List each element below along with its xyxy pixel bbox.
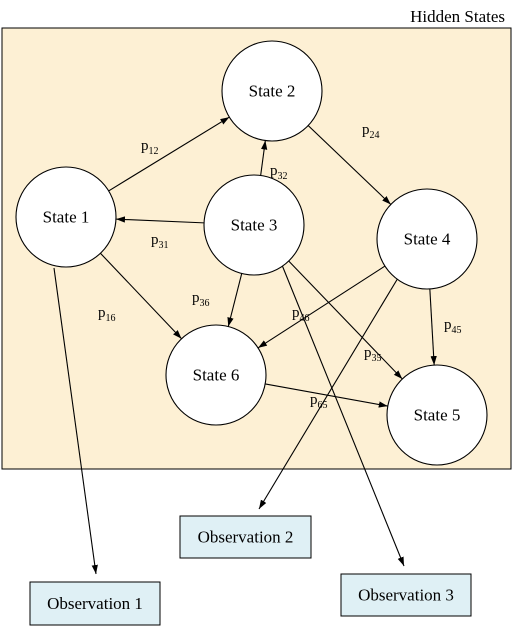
edge-label-36: p36 [192,290,210,309]
edge-label-24: p24 [362,122,380,141]
edge-label-65: p65 [310,392,328,411]
observation-rect [179,515,312,559]
edge-label-35: p35 [364,345,382,364]
edge-label-subscript: 35 [372,353,382,364]
edge-label-subscript: 12 [149,146,159,157]
state-node-2[interactable]: State 2 [221,40,323,142]
state-node-5[interactable]: State 5 [386,364,488,466]
edge-label-main: p [292,305,300,321]
hidden-states-title: Hidden States [410,7,505,26]
edge-label-12: p12 [141,138,159,157]
state-label: State 6 [193,366,240,385]
edge-s3-s5-arrow [288,260,403,380]
edge-s1-s6-arrow [100,252,182,340]
state-label: State 3 [231,216,278,235]
state-circle [386,364,488,466]
edge-label-subscript: 65 [318,400,328,411]
edge-s6-s5-arrow [265,383,388,408]
state-label: State 2 [249,82,296,101]
state-circle [203,174,305,276]
edge-label-subscript: 16 [106,313,116,324]
edge-label-main: p [151,232,159,248]
observation-box-3[interactable]: Observation 3 [340,573,472,617]
state-node-4[interactable]: State 4 [376,188,478,290]
edge-label-main: p [98,305,106,321]
edge-label-main: p [270,163,278,179]
edge-label-main: p [364,345,372,361]
state-circle [165,324,267,426]
edge-label-main: p [192,290,200,306]
edge-s4-s6-arrow [257,265,386,349]
edge-label-16: p16 [98,305,116,324]
state-node-1[interactable]: State 1 [15,166,117,268]
emission-s3-o3-arrow [281,264,405,567]
edge-label-main: p [444,317,452,333]
edge-label-subscript: 46 [300,313,310,324]
observation-rect [340,573,472,617]
edge-label-subscript: 31 [159,240,169,251]
edge-s4-s5-arrow [429,288,437,366]
state-node-3[interactable]: State 3 [203,174,305,276]
state-label: State 5 [414,406,461,425]
edge-label-subscript: 32 [278,171,288,182]
edge-s3-s6-arrow [227,273,243,327]
edge-label-main: p [141,138,149,154]
state-label: State 1 [43,208,90,227]
edge-s3-s1-arrow [115,216,205,224]
emission-s1-o1-arrow [53,267,98,575]
edge-label-31: p31 [151,232,169,251]
edge-s2-s4-arrow [307,125,392,205]
edge-label-32: p32 [270,163,288,182]
observation-rect [29,581,161,626]
state-node-6[interactable]: State 6 [165,324,267,426]
edge-s3-s2-arrow [260,140,268,176]
state-circle [15,166,117,268]
edge-label-45: p45 [444,317,462,336]
edge-label-subscript: 24 [370,130,380,141]
edge-label-46: p46 [292,305,310,324]
state-label: State 4 [404,230,451,249]
edge-label-subscript: 36 [200,298,210,309]
edge-label-subscript: 45 [452,325,462,336]
state-circle [376,188,478,290]
observation-label: Observation 2 [198,528,294,547]
observation-label: Observation 3 [358,586,454,605]
observation-box-1[interactable]: Observation 1 [29,581,161,626]
edge-label-main: p [310,392,318,408]
emission-s4-o2-arrow [258,277,399,510]
edge-label-main: p [362,122,370,138]
edge-s1-s2-arrow [108,116,230,192]
state-circle [221,40,323,142]
observation-box-2[interactable]: Observation 2 [179,515,312,559]
observation-label: Observation 1 [47,594,143,613]
